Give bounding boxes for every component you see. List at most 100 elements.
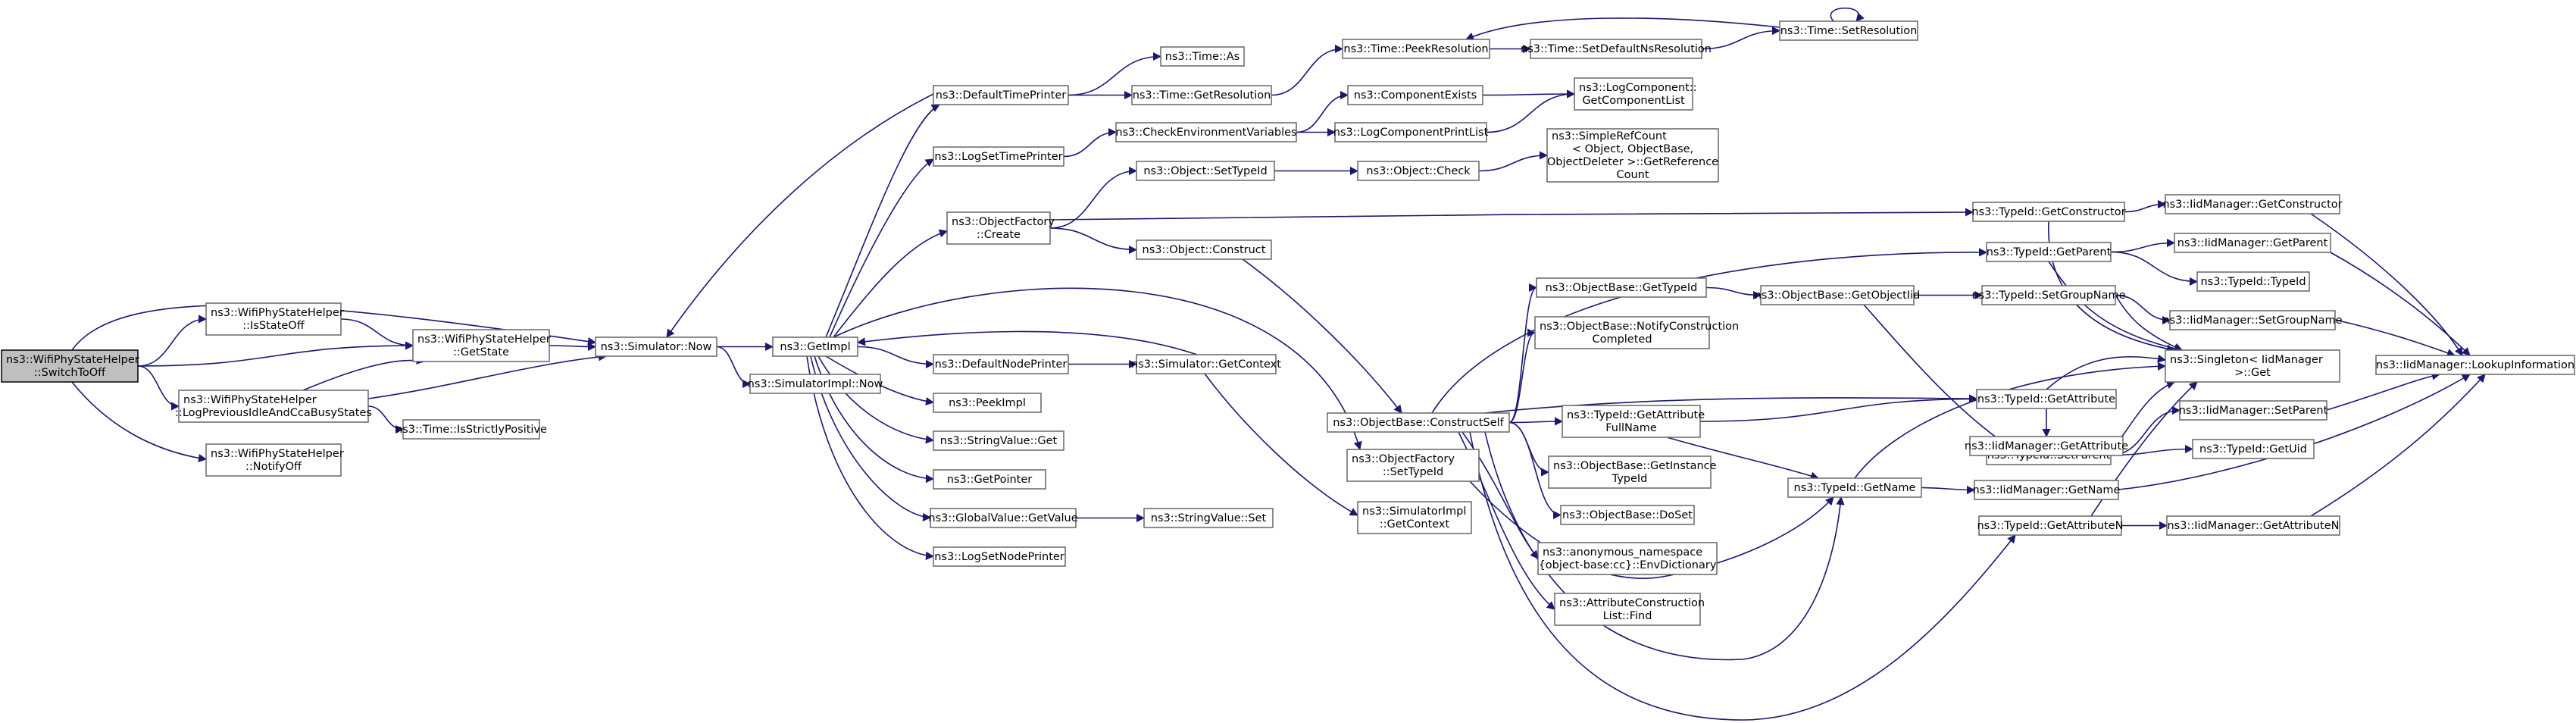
node-ns3-checkenvironmentvariables[interactable]: ns3::CheckEnvironmentVariables (1115, 122, 1297, 142)
node-label: ns3::GlobalValue::GetValue (928, 512, 1077, 524)
node-label: ns3::Object::Construct (1143, 244, 1266, 256)
edge-path (2124, 199, 2167, 213)
edge-n30-to-n38 (1508, 328, 1537, 424)
node-label: ns3::IidManager::GetAttribute (1965, 440, 2128, 452)
node-label: ns3::ObjectBase::GetTypeId (1546, 282, 1698, 294)
node-ns3-typeid-typeid[interactable]: ns3::TypeId::TypeId (2196, 271, 2310, 292)
node-ns3-iidmanager-getparent[interactable]: ns3::IidManager::GetParent (2174, 233, 2331, 253)
node-box (933, 469, 1046, 490)
node-ns3-typeid-getattributen[interactable]: ns3::TypeId::GetAttributeN (1977, 515, 2124, 536)
node-ns3-iidmanager-setparent[interactable]: ns3::IidManager::SetParent (2179, 400, 2328, 421)
node-ns3-typeid-setgroupname[interactable]: ns3::TypeId::SetGroupName (1971, 285, 2126, 305)
edge-n46-to-n56 (2048, 261, 2184, 353)
node-ns3-singleton-iidmanager-get[interactable]: ns3::Singleton< IidManager>::Get (2165, 349, 2340, 383)
nodes-layer: ns3::WifiPhyStateHelper::SwitchToOffns3:… (1, 20, 2575, 626)
node-ns3-typeid-getuid[interactable]: ns3::TypeId::GetUid (2192, 439, 2315, 459)
node-box (2174, 233, 2331, 253)
node-ns3-defaulttimeprinter[interactable]: ns3::DefaultTimePrinter (933, 85, 1069, 105)
edge-n1-to-n4 (71, 381, 208, 463)
node-ns3-logsetnodeprinter[interactable]: ns3::LogSetNodePrinter (933, 546, 1066, 567)
edge-n11-to-n21 (1063, 127, 1118, 158)
node-ns3-wifiphystatehelper-isstateoff[interactable]: ns3::WifiPhyStateHelper::IsStateOff (205, 302, 344, 336)
node-ns3-wifiphystatehelper-notifyoff[interactable]: ns3::WifiPhyStateHelper::NotifyOff (205, 443, 344, 477)
node-label: ns3::WifiPhyStateHelper (417, 333, 551, 346)
node-ns3-typeid-getattribute[interactable]: ns3::TypeId::GetAttribute (1976, 389, 2117, 409)
node-label: Count (1616, 169, 1649, 181)
edge-n10-to-n7 (666, 93, 934, 338)
node-ns3-objectbase-getobjectiid[interactable]: ns3::ObjectBase::GetObjectIid (1755, 285, 1921, 305)
node-ns3-object-check[interactable]: ns3::Object::Check (1357, 161, 1480, 181)
node-ns3-object-construct[interactable]: ns3::Object::Construct (1136, 239, 1272, 260)
node-ns3-wifiphystatehelper-switchtooff[interactable]: ns3::WifiPhyStateHelper::SwitchToOff (1, 349, 139, 383)
node-ns3-objectbase-gettypeid[interactable]: ns3::ObjectBase::GetTypeId (1536, 277, 1707, 298)
node-ns3-iidmanager-getattributen[interactable]: ns3::IidManager::GetAttributeN (2166, 515, 2340, 536)
node-ns3-anonymous-namespace-object-base-cc-envdictionary[interactable]: ns3::anonymous_namespace{object-base:cc}… (1537, 542, 1718, 575)
node-ns3-stringvalue-get[interactable]: ns3::StringValue::Get (933, 430, 1064, 451)
node-ns3-typeid-getname[interactable]: ns3::TypeId::GetName (1787, 477, 1922, 498)
edge-n55-to-n62 (2334, 319, 2456, 357)
edge-n31-to-n49 (1469, 480, 1834, 579)
node-ns3-wifiphystatehelper-getstate[interactable]: ns3::WifiPhyStateHelper::GetState (412, 329, 551, 362)
node-label: ns3::Time::SetResolution (1780, 25, 1918, 37)
node-ns3-time-isstrictlypositive[interactable]: ns3::Time::IsStrictlyPositive (395, 419, 547, 440)
node-ns3-iidmanager-getconstructor[interactable]: ns3::IidManager::GetConstructor (2162, 194, 2343, 214)
node-ns3-logsettimeprinter[interactable]: ns3::LogSetTimePrinter (933, 146, 1064, 167)
node-box (2166, 515, 2340, 536)
node-box (2375, 355, 2575, 375)
node-ns3-object-settypeid[interactable]: ns3::Object::SetTypeId (1136, 161, 1275, 181)
edge-n30-to-n48 (1484, 394, 1978, 414)
edge-path (1508, 283, 1538, 424)
node-ns3-iidmanager-getattribute[interactable]: ns3::IidManager::GetAttribute (1965, 436, 2128, 456)
node-ns3-typeid-getconstructor[interactable]: ns3::TypeId::GetConstructor (1971, 202, 2126, 222)
node-ns3-time-getresolution[interactable]: ns3::Time::GetResolution (1131, 85, 1272, 105)
node-ns3-peekimpl[interactable]: ns3::PeekImpl (933, 393, 1042, 413)
node-ns3-logcomponentprintlist[interactable]: ns3::LogComponentPrintList (1333, 122, 1489, 142)
node-ns3-stringvalue-set[interactable]: ns3::StringValue::Set (1143, 508, 1274, 528)
node-ns3-objectbase-doset[interactable]: ns3::ObjectBase::DoSet (1560, 505, 1695, 525)
edge-path (2115, 294, 2171, 325)
node-ns3-getpointer[interactable]: ns3::GetPointer (933, 469, 1046, 490)
node-ns3-simplerefcount-object-objectbase-objectdeleter-getreference-count[interactable]: ns3::SimpleRefCount< Object, ObjectBase,… (1546, 128, 1719, 183)
node-ns3-time-setresolution[interactable]: ns3::Time::SetResolution (1779, 20, 1918, 41)
node-ns3-wifiphystatehelper-logpreviousidleandccabusystates[interactable]: ns3::WifiPhyStateHelper::LogPreviousIdle… (175, 390, 372, 423)
node-ns3-simulator-now[interactable]: ns3::Simulator::Now (595, 336, 717, 357)
edge-n47-to-n55 (2115, 294, 2171, 325)
node-ns3-simulatorimpl-now[interactable]: ns3::SimulatorImpl::Now (748, 374, 883, 394)
node-label: ns3::TypeId::GetAttribute (1977, 393, 2115, 405)
node-ns3-objectbase-notifyconstruction-completed[interactable]: ns3::ObjectBase::NotifyConstructionCompl… (1534, 316, 1739, 349)
node-box (1115, 122, 1297, 142)
node-ns3-iidmanager-getname[interactable]: ns3::IidManager::GetName (1973, 480, 2121, 500)
edge-path (549, 342, 597, 352)
node-ns3-objectfactory-settypeid[interactable]: ns3::ObjectFactory::SetTypeId (1346, 449, 1480, 482)
node-label: ns3::Singleton< IidManager (2170, 354, 2323, 366)
node-ns3-typeid-getparent[interactable]: ns3::TypeId::GetParent (1986, 242, 2112, 262)
node-ns3-iidmanager-setgroupname[interactable]: ns3::IidManager::SetGroupName (2162, 310, 2343, 330)
node-ns3-simulatorimpl-getcontext[interactable]: ns3::SimulatorImpl::GetContext (1357, 501, 1472, 534)
edge-path (1701, 26, 1781, 50)
node-label: ns3::DefaultTimePrinter (936, 89, 1066, 102)
edge-path (2334, 319, 2456, 357)
node-ns3-componentexists[interactable]: ns3::ComponentExists (1347, 85, 1483, 105)
node-ns3-getimpl[interactable]: ns3::GetImpl (772, 336, 858, 357)
node-ns3-objectfactory-create[interactable]: ns3::ObjectFactory::Create (946, 211, 1055, 245)
node-ns3-iidmanager-lookupinformation[interactable]: ns3::IidManager::LookupInformation (2375, 355, 2575, 375)
node-box (1357, 501, 1472, 534)
node-ns3-objectbase-constructself[interactable]: ns3::ObjectBase::ConstructSelf (1327, 412, 1510, 433)
node-ns3-time-as[interactable]: ns3::Time::As (1160, 46, 1245, 67)
node-ns3-logcomponent-getcomponentlist[interactable]: ns3::LogComponent::GetComponentList (1574, 77, 1697, 111)
node-box (595, 336, 717, 357)
node-box (1574, 77, 1693, 111)
node-ns3-simulator-getcontext[interactable]: ns3::Simulator::GetContext (1131, 354, 1281, 374)
node-ns3-time-peekresolution[interactable]: ns3::Time::PeekResolution (1342, 39, 1490, 59)
node-box (1, 349, 139, 383)
node-box (1562, 405, 1701, 438)
node-ns3-defaultnodeprinter[interactable]: ns3::DefaultNodePrinter (933, 354, 1069, 374)
edge-path (1484, 431, 1845, 661)
node-ns3-time-setdefaultnsresolution[interactable]: ns3::Time::SetDefaultNsResolution (1521, 39, 1712, 59)
edge-n30-to-n51 (1469, 431, 2016, 721)
edge-path (833, 287, 1362, 451)
node-ns3-globalvalue-getvalue[interactable]: ns3::GlobalValue::GetValue (928, 508, 1078, 528)
